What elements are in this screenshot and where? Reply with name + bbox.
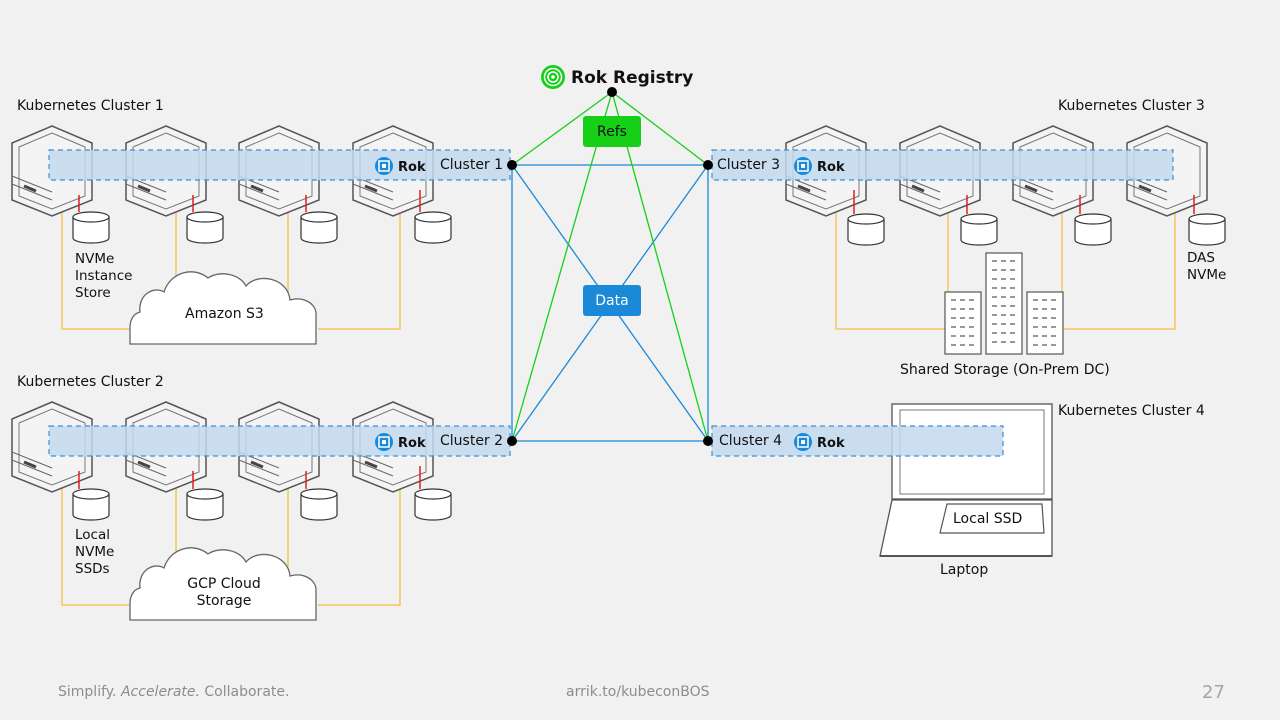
cluster-3-label: Cluster 3 xyxy=(717,157,780,173)
endpoint-dots xyxy=(507,87,713,446)
cluster-1-band xyxy=(48,149,511,181)
disk-icon xyxy=(1188,213,1226,246)
cluster-4-heading: Kubernetes Cluster 4 xyxy=(1058,403,1205,419)
rok-icon xyxy=(374,156,394,176)
rok-label: Rok xyxy=(817,436,845,451)
cluster-3-shared-label: Shared Storage (On-Prem DC) xyxy=(900,362,1110,378)
disk-icon xyxy=(72,211,110,244)
cluster-3-heading: Kubernetes Cluster 3 xyxy=(1058,98,1205,114)
cluster-2-band xyxy=(48,425,511,457)
disk-icon xyxy=(186,211,224,244)
footer-url: arrik.to/kubeconBOS xyxy=(566,684,710,700)
rok-registry-icon xyxy=(541,65,565,89)
rok-label: Rok xyxy=(398,436,426,451)
cluster-1-heading: Kubernetes Cluster 1 xyxy=(17,98,164,114)
rok-icon xyxy=(793,432,813,452)
cluster-4-label: Cluster 4 xyxy=(719,433,782,449)
disk-icon xyxy=(414,211,452,244)
refs-mesh xyxy=(511,91,709,442)
refs-box xyxy=(583,116,641,147)
data-box xyxy=(583,285,641,316)
tagline-accelerate: Accelerate. xyxy=(120,684,200,700)
building-icon xyxy=(944,252,1064,355)
rok-label: Rok xyxy=(398,160,426,175)
refs-label: Refs xyxy=(597,124,627,140)
tagline-simplify: Simplify. xyxy=(58,684,117,700)
cluster-2: Kubernetes Cluster 2 Rok Cluster 2 Local… xyxy=(10,374,511,621)
cluster-3-band xyxy=(711,149,1174,181)
cluster-2-heading: Kubernetes Cluster 2 xyxy=(17,374,164,390)
disk-icon xyxy=(300,488,338,521)
registry: Rok Registry xyxy=(541,65,693,89)
rok-icon xyxy=(374,432,394,452)
disk-icon xyxy=(72,488,110,521)
cluster-2-label: Cluster 2 xyxy=(440,433,503,449)
cluster-1-cloud-label: Amazon S3 xyxy=(185,306,264,322)
cluster-4: Kubernetes Cluster 4 Cluster 4 Rok Local… xyxy=(711,403,1205,578)
disk-icon xyxy=(847,213,885,246)
registry-title: Rok Registry xyxy=(571,68,693,88)
rok-label: Rok xyxy=(817,160,845,175)
data-label: Data xyxy=(595,293,628,309)
cluster-1-label: Cluster 1 xyxy=(440,157,503,173)
rok-icon xyxy=(793,156,813,176)
tagline-collaborate: Collaborate. xyxy=(204,684,290,700)
disk-icon xyxy=(1074,213,1112,246)
cluster-4-device-label: Laptop xyxy=(940,562,988,578)
disk-icon xyxy=(186,488,224,521)
disk-icon xyxy=(960,213,998,246)
cluster-4-storage-label: Local SSD xyxy=(953,511,1022,527)
page-number: 27 xyxy=(1202,682,1225,703)
disk-icon xyxy=(414,488,452,521)
cluster-4-band xyxy=(711,425,1004,457)
footer-tagline: Simplify. Accelerate. Collaborate. xyxy=(58,684,289,700)
disk-icon xyxy=(300,211,338,244)
